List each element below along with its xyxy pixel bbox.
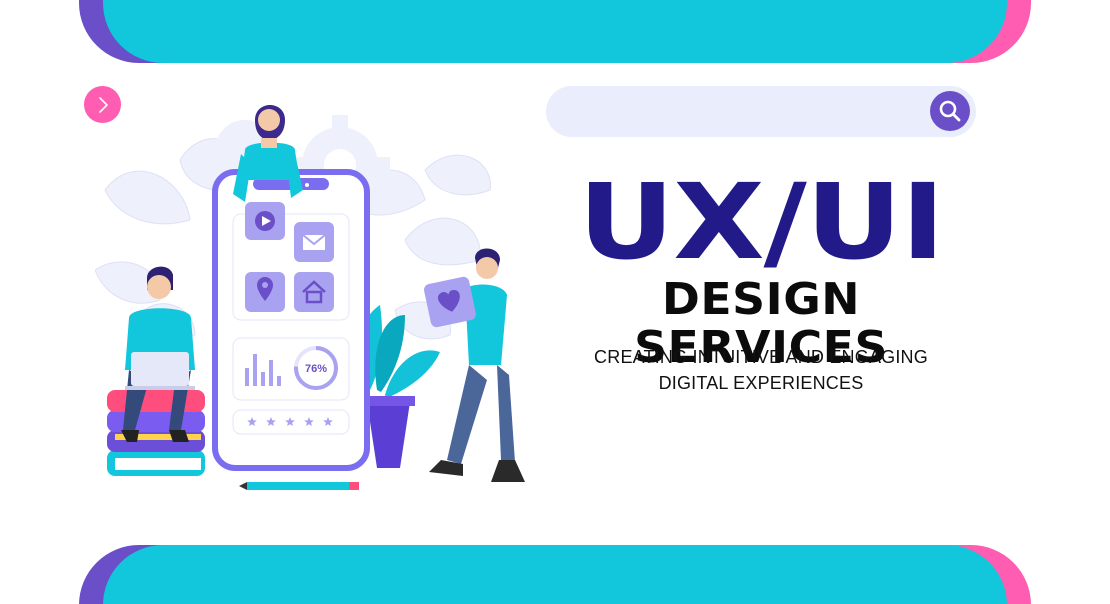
- pencil-icon: [239, 482, 359, 490]
- progress-label: 76%: [305, 363, 327, 375]
- search-icon: [939, 100, 961, 122]
- progress-ring: 76%: [294, 346, 338, 390]
- location-pin-icon: [257, 277, 273, 301]
- chevron-right-icon: [98, 96, 108, 113]
- woman-figure: [233, 105, 303, 202]
- play-icon: [255, 211, 275, 231]
- home-icon: [302, 280, 326, 304]
- tagline-line-1: CREATING INTUITIVE AND ENGAGING: [594, 347, 928, 367]
- star-icon: [247, 417, 257, 426]
- bar-chart-icon: [245, 354, 281, 386]
- bottom-banner: [79, 545, 1031, 604]
- hero-tagline: CREATING INTUITIVE AND ENGAGING DIGITAL …: [546, 344, 976, 396]
- ux-illustration: 76%: [94, 90, 525, 500]
- star-icon: [266, 417, 276, 426]
- search-input[interactable]: [566, 86, 930, 139]
- search-button[interactable]: [930, 91, 970, 131]
- search-bar: [546, 86, 976, 139]
- leaf-decoration: [94, 138, 491, 341]
- tagline-line-2: DIGITAL EXPERIENCES: [658, 373, 864, 393]
- star-icon: [285, 417, 295, 426]
- heart-icon: [438, 289, 460, 312]
- mail-icon: [302, 234, 326, 250]
- top-banner: [79, 0, 1031, 63]
- sitting-man-figure: [121, 266, 195, 442]
- next-button[interactable]: [84, 86, 121, 123]
- star-icon: [304, 417, 314, 426]
- rating-stars: [247, 417, 333, 426]
- hero-title: UX/UI: [578, 161, 945, 283]
- star-icon: [323, 417, 333, 426]
- phone-mockup: 76%: [212, 169, 370, 471]
- standing-man-figure: [424, 248, 525, 482]
- hero-subtitle: DESIGN SERVICES: [634, 274, 888, 374]
- books-illustration: [107, 390, 205, 476]
